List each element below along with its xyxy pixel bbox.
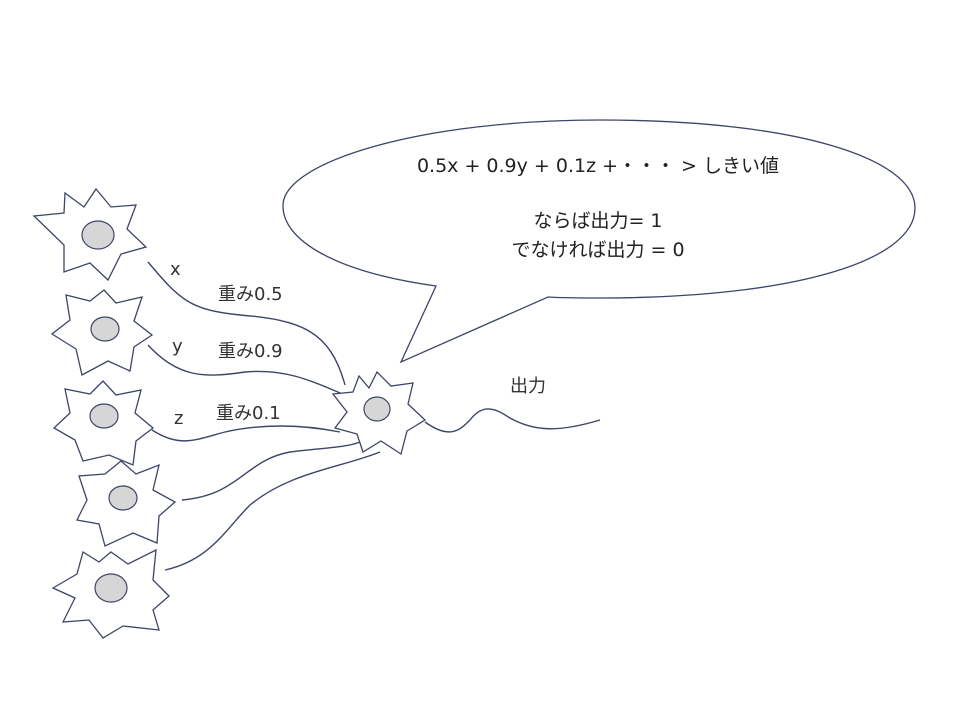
input-neuron-4: [76, 460, 177, 547]
input-neuron-1: [32, 187, 148, 282]
neuron-nucleus: [81, 220, 115, 250]
bubble-condition-true: ならば出力= 1: [533, 210, 662, 232]
input-label-x: x: [170, 259, 181, 280]
connection-y: [147, 344, 346, 396]
weight-label-x: 重み0.5: [218, 284, 283, 305]
connection-z: [151, 425, 341, 442]
output-axon: [424, 408, 601, 433]
connections: [147, 261, 601, 571]
weight-label-y: 重み0.9: [218, 341, 283, 362]
output-neuron: [331, 370, 427, 456]
input-neuron-3: [52, 380, 155, 466]
speech-bubble-shape: [282, 119, 916, 364]
input-neuron-2: [50, 289, 154, 376]
bubble-condition-false: でなければ出力 = 0: [511, 239, 684, 261]
connection-4: [181, 441, 361, 501]
input-neuron-5: [51, 548, 170, 639]
neuron-nucleus: [94, 573, 128, 603]
neuron-nucleus: [363, 396, 391, 422]
connection-x: [147, 261, 346, 386]
bubble-equation: 0.5x + 0.9y + 0.1z +・・・ > しきい値: [417, 155, 779, 177]
weight-label-z: 重み0.1: [216, 403, 281, 424]
neuron-nucleus: [89, 403, 119, 429]
speech-bubble: 0.5x + 0.9y + 0.1z +・・・ > しきい値 ならば出力= 1 …: [282, 119, 916, 364]
output-label: 出力: [510, 376, 546, 397]
input-label-y: y: [172, 336, 183, 357]
input-label-z: z: [174, 408, 183, 429]
neuron-nucleus: [108, 485, 138, 511]
neuron-nucleus: [90, 316, 120, 342]
connection-5: [164, 451, 381, 571]
